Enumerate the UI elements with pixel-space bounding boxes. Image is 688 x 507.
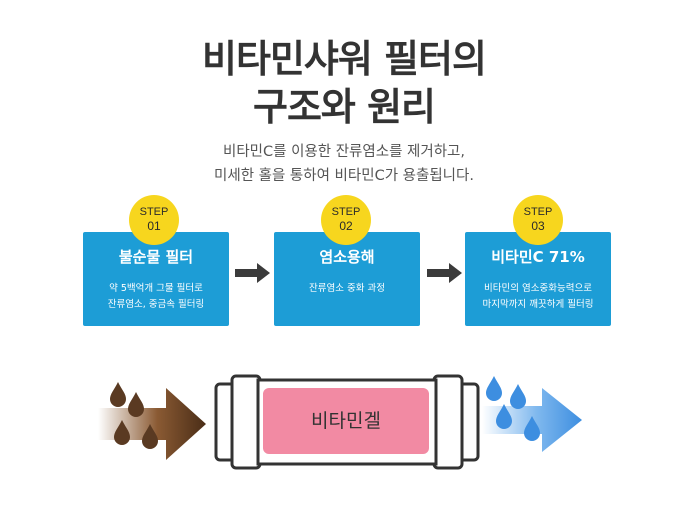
right-arrow-icon <box>235 263 270 283</box>
step-card-desc-line2: 잔류염소, 중금속 필터링 <box>107 299 205 310</box>
step-card-desc: 약 5백억개 그물 필터로 잔류염소, 중금속 필터링 <box>89 281 223 313</box>
brown-droplet-icon <box>110 382 126 407</box>
blue-droplet-icon <box>496 404 512 429</box>
step-card-desc-line1: 약 5백억개 그물 필터로 <box>109 283 203 294</box>
step-badge-label: STEP <box>139 206 169 218</box>
subtitle-line1: 비타민C를 이용한 잔류염소를 제거하고, <box>223 144 465 160</box>
step-card-title: 비타민C 71% <box>491 248 585 266</box>
step-card-desc-line1: 비타민의 염소중화능력으로 <box>484 283 592 294</box>
step-card-1: 불순물 필터 약 5백억개 그물 필터로 잔류염소, 중금속 필터링 <box>83 232 229 326</box>
step-card-title: 불순물 필터 <box>118 248 194 266</box>
step-card-desc: 잔류염소 중화 과정 <box>280 281 414 297</box>
brown-droplet-icon <box>114 420 130 445</box>
step-card-title: 염소용해 <box>319 248 375 266</box>
vitamin-gel-core <box>263 388 429 454</box>
page-title-line2: 구조와 원리 <box>252 85 436 129</box>
brown-droplet-icon <box>142 424 158 449</box>
step-card-3: 비타민C 71% 비타민의 염소중화능력으로 마지막까지 깨끗하게 필터링 <box>465 232 611 326</box>
step-badge-3: STEP 03 <box>513 195 563 245</box>
right-arrow-icon <box>427 263 462 283</box>
subtitle-line2: 미세한 홀을 통하여 비타민C가 용출됩니다. <box>214 168 474 184</box>
step-badge-2: STEP 02 <box>321 195 371 245</box>
step-badge-number: 03 <box>531 219 545 233</box>
page-title-line1: 비타민샤워 필터의 <box>202 37 487 81</box>
step-badge-label: STEP <box>523 206 553 218</box>
brown-droplet-icon <box>128 392 144 417</box>
clean-water-outflow <box>482 376 582 452</box>
vitamin-filter-cartridge <box>214 374 480 470</box>
blue-droplet-icon <box>486 376 502 401</box>
blue-droplet-icon <box>524 416 540 441</box>
step-badge-1: STEP 01 <box>129 195 179 245</box>
step-card-desc: 비타민의 염소중화능력으로 마지막까지 깨끗하게 필터링 <box>471 281 605 313</box>
step-badge-number: 02 <box>339 219 353 233</box>
step-card-desc-line1: 잔류염소 중화 과정 <box>309 283 385 294</box>
step-badge-number: 01 <box>147 219 161 233</box>
step-card-2: 염소용해 잔류염소 중화 과정 <box>274 232 420 326</box>
dirty-water-inflow <box>98 382 206 460</box>
blue-droplet-icon <box>510 384 526 409</box>
step-badge-label: STEP <box>331 206 361 218</box>
vitamin-gel-label: 비타민겔 <box>311 410 381 432</box>
step-card-desc-line2: 마지막까지 깨끗하게 필터링 <box>482 299 594 310</box>
brown-arrow-icon <box>98 388 206 460</box>
